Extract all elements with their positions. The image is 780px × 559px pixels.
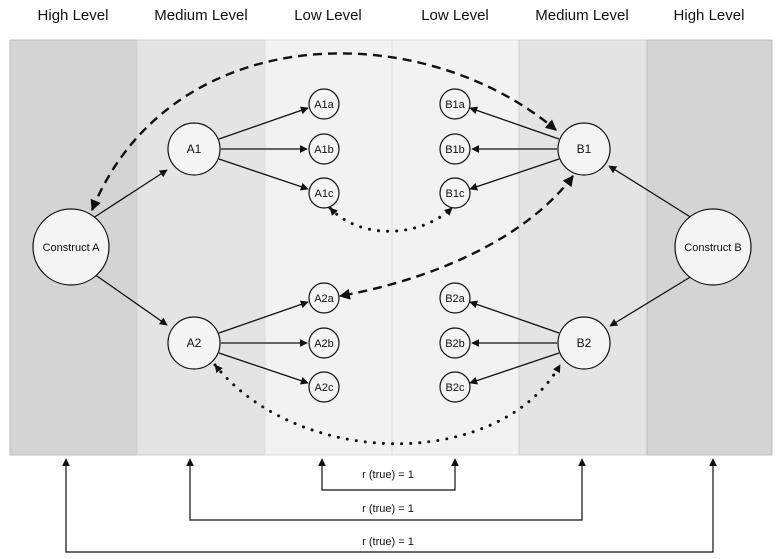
node-a2c-label: A2c (315, 382, 334, 394)
node-construct-a: Construct A (32, 208, 110, 286)
node-b1c-label: B1c (446, 188, 465, 200)
node-b2c: B2c (439, 371, 471, 403)
node-a2b: A2b (308, 327, 340, 359)
dashed-link-b1-a2a (338, 175, 574, 300)
dotted-link-a1c-b1c (328, 206, 454, 233)
level-header-high-left: High Level (38, 7, 109, 24)
level-header-medium-right: Medium Level (535, 7, 628, 24)
node-b2a: B2a (439, 282, 471, 314)
node-b1b: B1b (439, 133, 471, 165)
node-b2a-label: B2a (445, 293, 465, 305)
node-b1-label: B1 (577, 142, 592, 156)
node-a2c: A2c (308, 371, 340, 403)
node-a1: A1 (167, 122, 221, 176)
dashed-link-constructa-b1 (90, 52, 557, 212)
node-construct-b-label: Construct B (684, 242, 741, 254)
node-a2: A2 (167, 316, 221, 370)
level-header-low-left: Low Level (294, 7, 362, 24)
node-a1c-label: A1c (315, 188, 334, 200)
node-a1a: A1a (308, 88, 340, 120)
band-medium-right (518, 39, 648, 456)
node-a1-label: A1 (187, 142, 202, 156)
level-header-medium-left: Medium Level (154, 7, 247, 24)
edge-constructa-a2 (93, 273, 168, 326)
node-b1a-label: B1a (445, 99, 465, 111)
node-a2-label: A2 (187, 336, 202, 350)
band-medium-left (136, 39, 266, 456)
node-b1b-label: B1b (445, 144, 465, 156)
node-b2b: B2b (439, 327, 471, 359)
node-b1c: B1c (439, 177, 471, 209)
edge-a2-a2a (218, 300, 309, 334)
correlation-label-medium: r (true) = 1 (362, 503, 414, 515)
node-a2a-label: A2a (314, 293, 334, 305)
level-header-low-right: Low Level (421, 7, 489, 24)
node-a2a: A2a (308, 282, 340, 314)
node-b1: B1 (557, 122, 611, 176)
level-header-high-right: High Level (674, 7, 745, 24)
correlation-label-low: r (true) = 1 (362, 469, 414, 481)
dotted-link-a2-b2 (213, 363, 562, 446)
node-a1b-label: A1b (314, 144, 334, 156)
bracket-medium-level (186, 458, 586, 521)
edge-constructb-b2 (609, 275, 693, 327)
edge-constructb-b1 (608, 165, 693, 219)
node-a1c: A1c (308, 177, 340, 209)
node-b2b-label: B2b (445, 338, 465, 350)
node-b1a: B1a (439, 88, 471, 120)
node-b2-label: B2 (577, 336, 592, 350)
bracket-low-level (318, 458, 459, 491)
node-a1b: A1b (308, 133, 340, 165)
node-a1a-label: A1a (314, 99, 334, 111)
node-b2: B2 (557, 316, 611, 370)
correlation-label-high: r (true) = 1 (362, 536, 414, 548)
node-construct-a-label: Construct A (43, 242, 101, 254)
edge-b2-b2a (469, 300, 560, 334)
node-b2c-label: B2c (446, 382, 465, 394)
node-construct-b: Construct B (674, 208, 752, 286)
bracket-high-level (62, 458, 717, 553)
node-a2b-label: A2b (314, 338, 334, 350)
